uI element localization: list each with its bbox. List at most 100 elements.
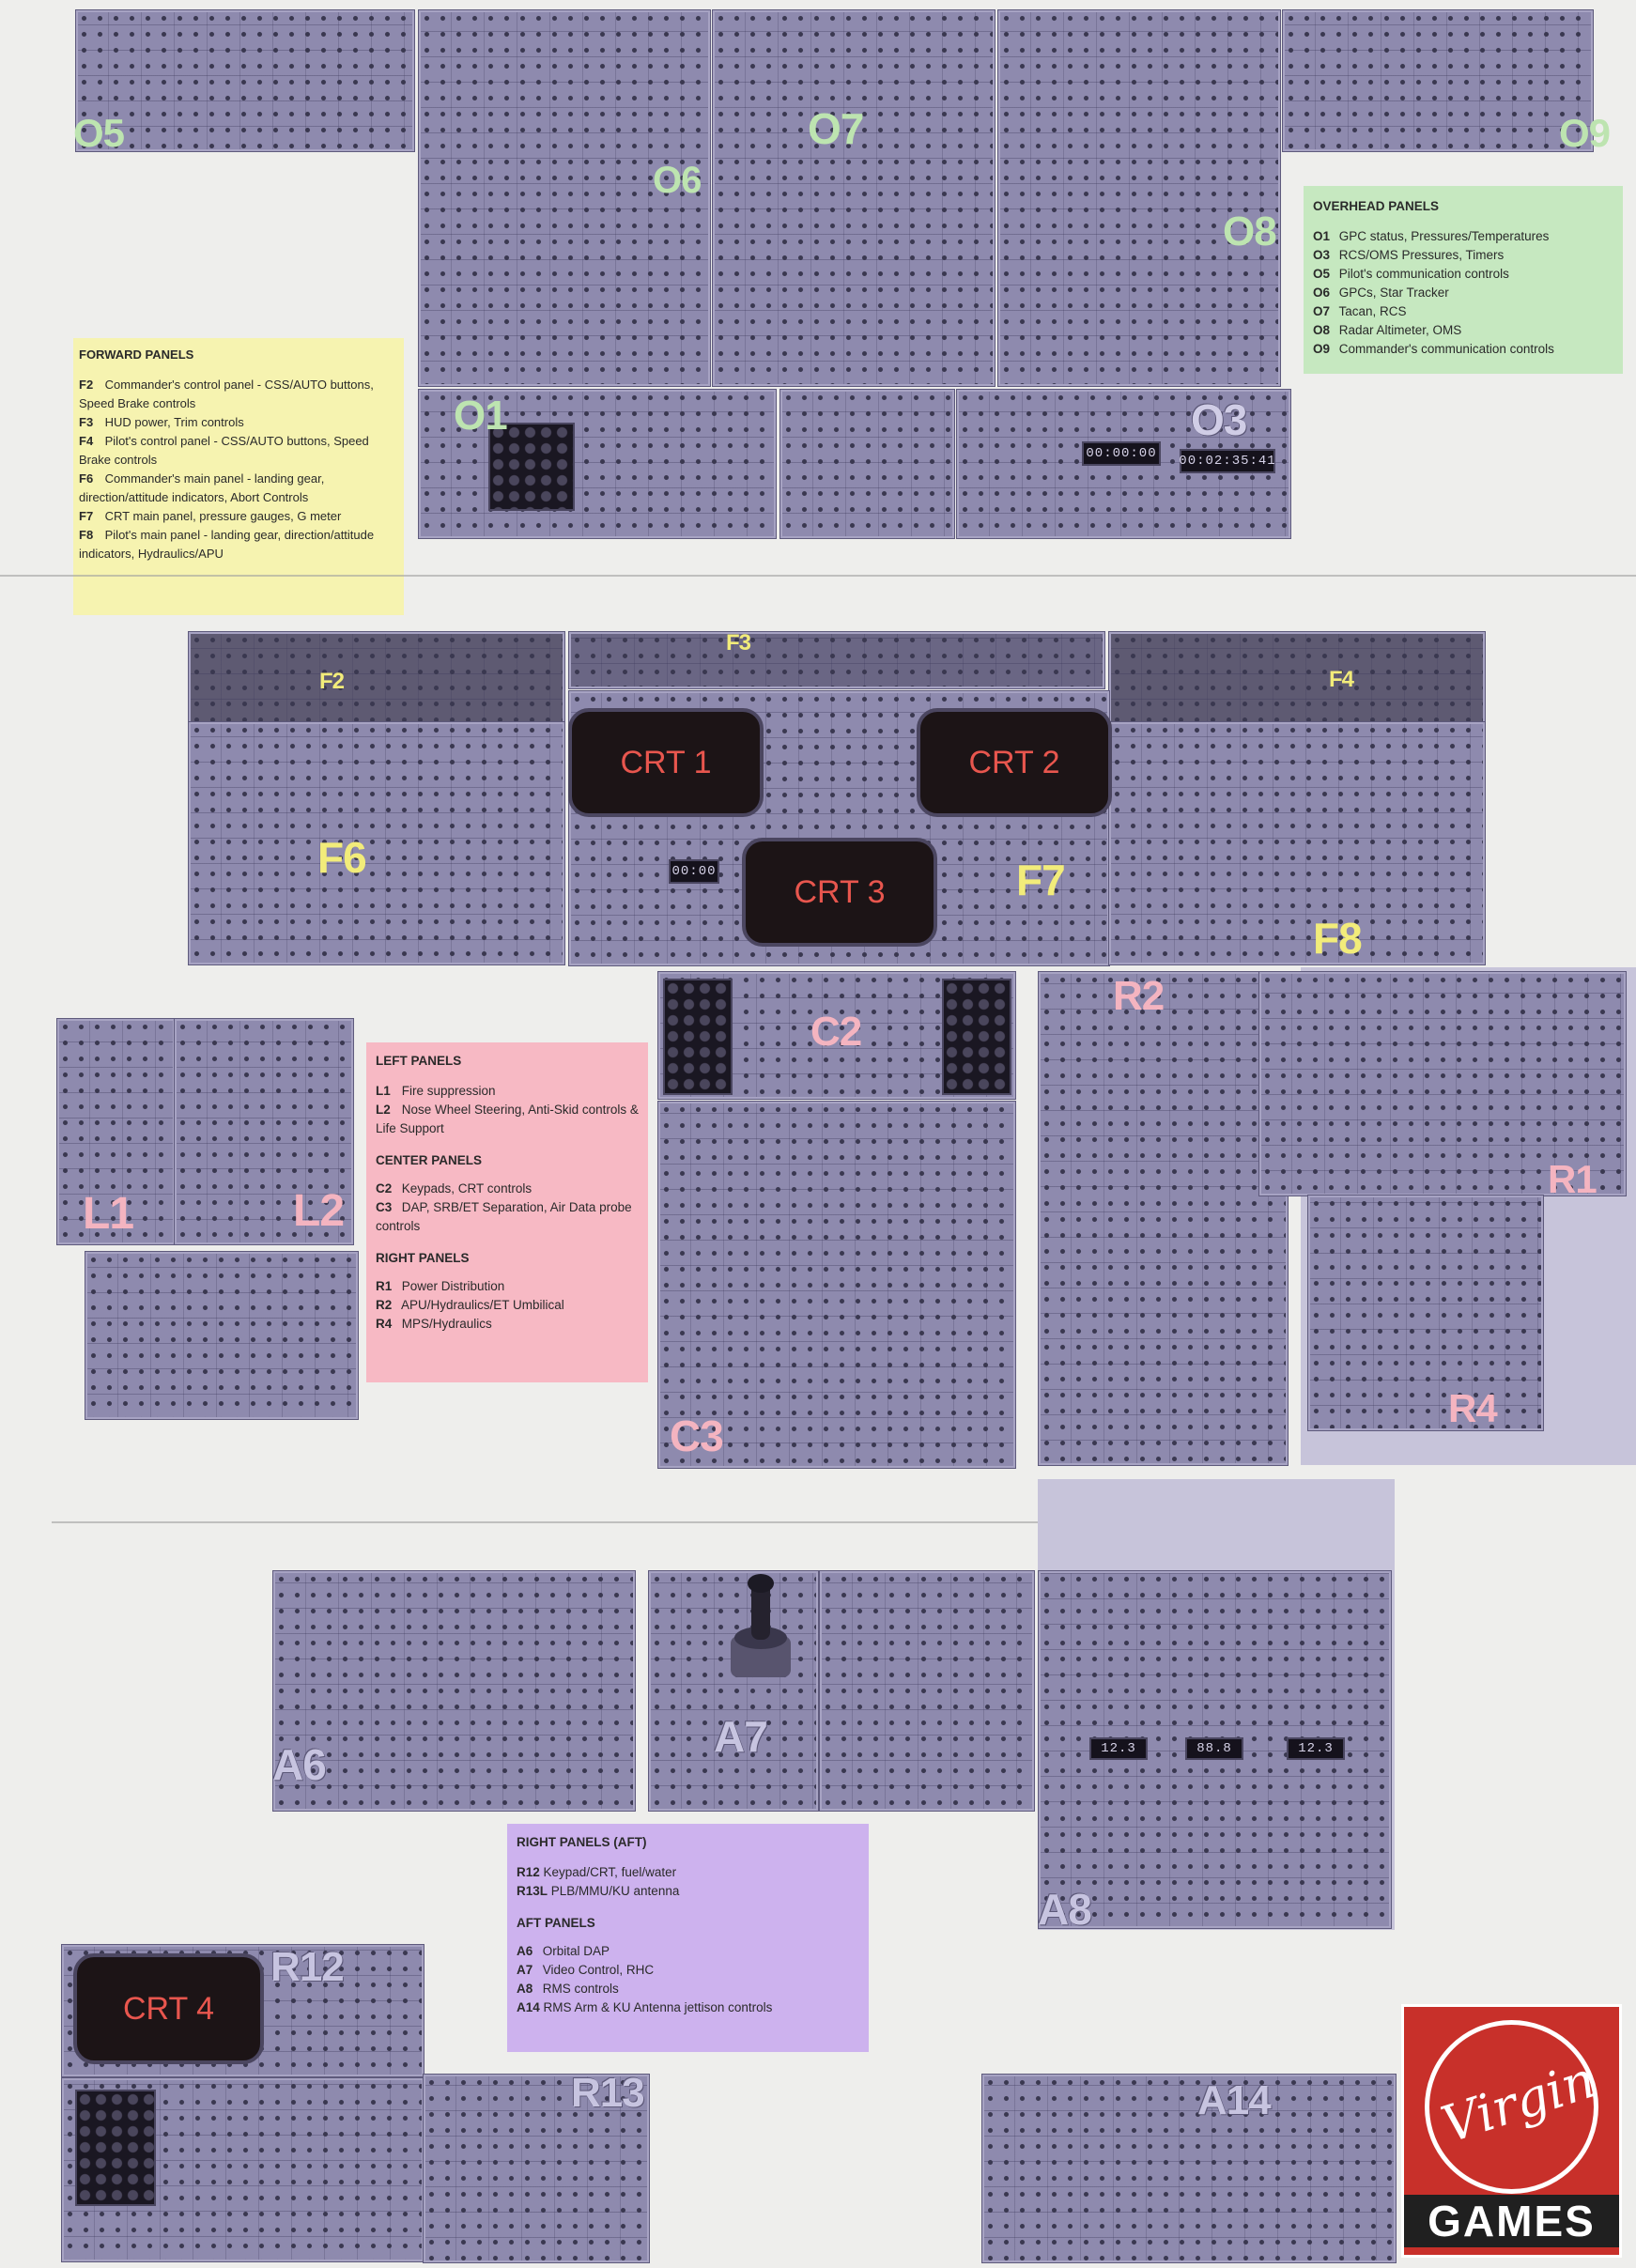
label-c3: C3 — [670, 1412, 724, 1460]
label-f4: F4 — [1329, 667, 1354, 692]
legend-item: A8 RMS controls — [517, 1982, 619, 1996]
panel-a7-right — [819, 1570, 1035, 1812]
label-f7: F7 — [1016, 856, 1066, 904]
panel-c3 — [657, 1101, 1016, 1469]
label-l2: L2 — [293, 1186, 345, 1236]
legend-item: O8 Radar Altimeter, OMS — [1313, 323, 1462, 337]
panel-o8 — [997, 9, 1281, 387]
panel-f6 — [188, 721, 565, 965]
logo-games-text: GAMES — [1404, 2195, 1619, 2247]
overhead-legend: OVERHEAD PANELS O1 GPC status, Pressures… — [1304, 186, 1623, 374]
c2-keypad-right — [942, 979, 1011, 1095]
legend-item: O6 GPCs, Star Tracker — [1313, 285, 1449, 300]
center-legend-title: CENTER PANELS — [376, 1153, 483, 1167]
label-o3: O3 — [1191, 395, 1247, 444]
left-legend-title: LEFT PANELS — [376, 1054, 462, 1068]
legend-item: F3 HUD power, Trim controls — [79, 415, 244, 429]
panel-o6 — [418, 9, 711, 387]
crt-4-screen: CRT 4 — [73, 1953, 264, 2064]
legend-item: R2 APU/Hydraulics/ET Umbilical — [376, 1298, 564, 1312]
label-f6: F6 — [317, 833, 367, 882]
legend-item: O1 GPC status, Pressures/Temperatures — [1313, 229, 1550, 243]
label-a6: A6 — [272, 1740, 327, 1789]
legend-item: A7 Video Control, RHC — [517, 1963, 655, 1977]
legend-item: O7 Tacan, RCS — [1313, 304, 1407, 318]
label-a7: A7 — [714, 1712, 768, 1761]
panel-o9 — [1282, 9, 1594, 152]
label-r2: R2 — [1113, 973, 1165, 1019]
forward-legend: FORWARD PANELS F2 Commander's control pa… — [73, 338, 404, 615]
legend-item: F7 CRT main panel, pressure gauges, G me… — [79, 509, 342, 523]
label-o7: O7 — [808, 104, 864, 153]
panel-f4 — [1108, 631, 1486, 725]
panel-a14 — [981, 2074, 1397, 2263]
legend-item: L2 Nose Wheel Steering, Anti-Skid contro… — [376, 1103, 639, 1135]
legend-item: R4 MPS/Hydraulics — [376, 1317, 492, 1331]
label-f2: F2 — [319, 669, 345, 694]
lcr-legend: LEFT PANELS L1 Fire suppression L2 Nose … — [366, 1042, 648, 1382]
panel-o5 — [75, 9, 415, 152]
label-o9: O9 — [1559, 111, 1611, 155]
crt-2-screen: CRT 2 — [917, 708, 1112, 817]
legend-item: R13L PLB/MMU/KU antenna — [517, 1884, 680, 1898]
panel-o1 — [418, 389, 777, 539]
a8-mid-display: 88.8 — [1185, 1737, 1243, 1760]
legend-item: F8 Pilot's main panel - landing gear, di… — [79, 528, 375, 561]
overhead-legend-title: OVERHEAD PANELS — [1313, 199, 1440, 213]
panel-o7 — [712, 9, 995, 387]
label-f8: F8 — [1313, 914, 1363, 963]
legend-item: F6 Commander's main panel - landing gear… — [79, 471, 325, 504]
panel-f3 — [568, 631, 1105, 689]
joystick-icon — [723, 1570, 798, 1683]
crt-1-screen: CRT 1 — [568, 708, 764, 817]
panel-r13 — [423, 2074, 650, 2263]
label-r13: R13 — [571, 2070, 645, 2116]
panel-r2 — [1038, 971, 1289, 1466]
fold-line — [52, 1521, 1038, 1523]
legend-item: F4 Pilot's control panel - CSS/AUTO butt… — [79, 434, 369, 467]
label-o6: O6 — [653, 160, 702, 201]
panel-a6 — [272, 1570, 636, 1812]
label-r4: R4 — [1448, 1386, 1498, 1430]
label-f3: F3 — [726, 630, 751, 656]
panel-r1 — [1258, 971, 1627, 1196]
aft-right-legend-title: RIGHT PANELS (AFT) — [517, 1835, 647, 1849]
label-o1: O1 — [454, 393, 508, 439]
aft-legend: RIGHT PANELS (AFT) R12 Keypad/CRT, fuel/… — [507, 1824, 869, 2052]
legend-item: R1 Power Distribution — [376, 1279, 505, 1293]
aft-legend-title: AFT PANELS — [517, 1916, 595, 1930]
label-l1: L1 — [83, 1189, 134, 1239]
legend-item: F2 Commander's control panel - CSS/AUTO … — [79, 378, 374, 410]
legend-item: O9 Commander's communication controls — [1313, 342, 1554, 356]
a8-left-display: 12.3 — [1089, 1737, 1148, 1760]
legend-item: O3 RCS/OMS Pressures, Timers — [1313, 248, 1505, 262]
o1-keypad — [488, 423, 575, 511]
legend-item: C2 Keypads, CRT controls — [376, 1181, 532, 1196]
f7-timer-display: 00:00 — [669, 859, 719, 884]
panel-f8 — [1108, 721, 1486, 965]
panel-l-lower — [85, 1251, 359, 1420]
c2-keypad-left — [663, 979, 733, 1095]
legend-item: L1 Fire suppression — [376, 1084, 496, 1098]
panel-l2 — [174, 1018, 354, 1245]
legend-item: A14 RMS Arm & KU Antenna jettison contro… — [517, 2000, 773, 2014]
crt-3-screen: CRT 3 — [742, 838, 937, 947]
fold-line — [0, 575, 1636, 577]
a8-right-display: 12.3 — [1287, 1737, 1345, 1760]
forward-legend-title: FORWARD PANELS — [79, 347, 194, 362]
right-legend-title: RIGHT PANELS — [376, 1251, 470, 1265]
legend-item: A6 Orbital DAP — [517, 1944, 610, 1958]
label-a8: A8 — [1038, 1885, 1092, 1934]
logo-circle-icon — [1425, 2020, 1598, 2194]
label-r12: R12 — [270, 1944, 345, 1990]
label-a14: A14 — [1197, 2077, 1272, 2123]
r12-keypad — [75, 2090, 156, 2206]
label-c2: C2 — [810, 1009, 862, 1055]
panel-a7 — [648, 1570, 819, 1812]
virgin-games-logo: Virgin GAMES — [1401, 2004, 1622, 2258]
legend-item: O5 Pilot's communication controls — [1313, 267, 1509, 281]
panel-o3-left — [779, 389, 955, 539]
o1-timer-display: 00:00:00 — [1082, 441, 1161, 466]
label-o5: O5 — [73, 111, 125, 155]
o3-timer-display: 00:02:35:41 — [1179, 449, 1275, 473]
